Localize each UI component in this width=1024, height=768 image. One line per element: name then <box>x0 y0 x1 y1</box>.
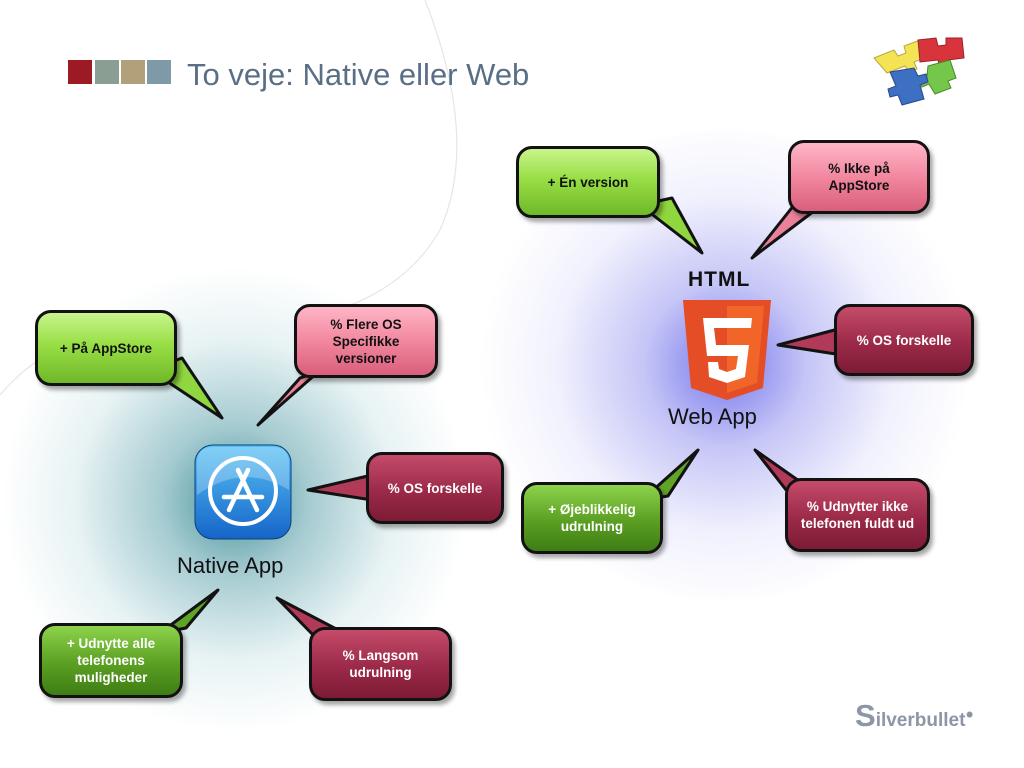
web-con-text-3: % Udnytter ikke telefonen fuldt ud <box>800 499 915 531</box>
brand-initial: S <box>855 698 876 733</box>
header-square-4 <box>147 60 171 84</box>
decor-arc-1 <box>299 0 458 321</box>
web-con-text-2: % OS forskelle <box>856 332 952 348</box>
native-con-text-1: % Flere OS Specifikke versioner <box>330 316 402 366</box>
app-store-icon <box>194 444 292 540</box>
web-pro-bubble-2: + Øjeblikkelig udrulning <box>521 482 663 554</box>
web-con-text-1: % Ikke på AppStore <box>828 161 890 193</box>
brand-rest: ilverbullet <box>875 710 966 731</box>
native-pro-text-2: + Udnytte alle telefonens muligheder <box>66 636 156 685</box>
web-app-label: Web App <box>668 404 757 429</box>
tail-web-con-2 <box>776 326 844 357</box>
native-con-bubble-2: % OS forskelle <box>366 452 504 524</box>
native-con-text-3: % Langsom udrulning <box>342 648 419 680</box>
tail-native-con-1 <box>256 370 320 427</box>
puzzle-icon <box>873 37 965 106</box>
native-pro-bubble-1: + På AppStore <box>35 310 177 386</box>
silverbullet-logo: Silverbullet● <box>855 698 974 734</box>
page-title: To veje: Native eller Web <box>187 57 530 92</box>
web-con-bubble-2: % OS forskelle <box>834 304 974 376</box>
native-con-text-2: % OS forskelle <box>387 480 483 496</box>
web-pro-text-2: + Øjeblikkelig udrulning <box>548 502 636 534</box>
web-pro-text-1: + Én version <box>547 174 629 190</box>
native-con-bubble-3: % Langsom udrulning <box>309 627 452 701</box>
html5-logo-icon <box>683 300 771 400</box>
web-con-bubble-1: % Ikke på AppStore <box>788 140 930 214</box>
brand-dot-icon: ● <box>965 705 974 722</box>
native-pro-bubble-2: + Udnytte alle telefonens muligheder <box>39 623 183 698</box>
tail-native-con-2 <box>306 473 374 502</box>
html-logo-text: HTML <box>688 268 751 291</box>
web-pro-bubble-1: + Én version <box>516 146 660 218</box>
native-con-bubble-1: % Flere OS Specifikke versioner <box>294 304 438 378</box>
header-square-1 <box>68 60 92 84</box>
native-app-label: Native App <box>177 553 284 578</box>
header-square-3 <box>121 60 145 84</box>
native-pro-text-1: + På AppStore <box>59 340 153 356</box>
header-square-2 <box>95 60 119 84</box>
web-con-bubble-3: % Udnytter ikke telefonen fuldt ud <box>785 478 930 552</box>
